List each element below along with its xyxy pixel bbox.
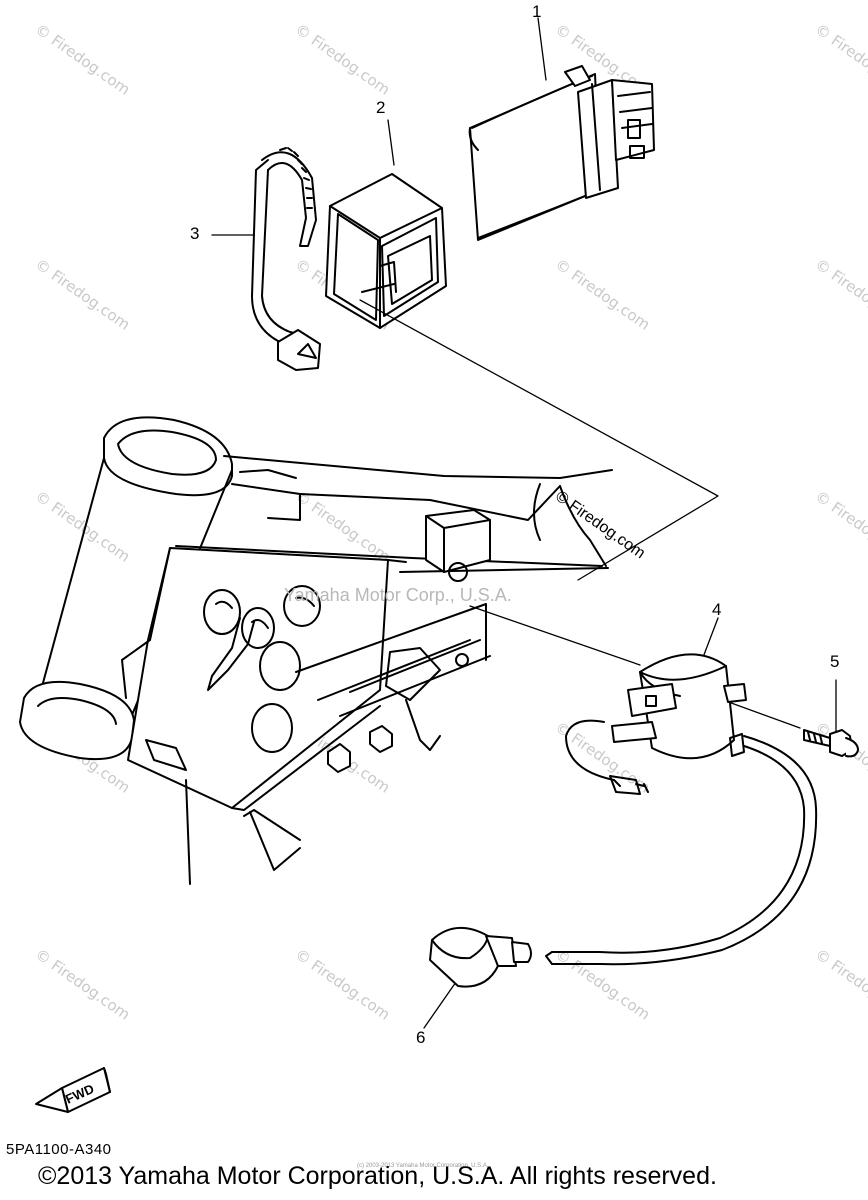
band — [251, 147, 321, 371]
rubber-holder — [325, 173, 447, 329]
copyright-notice: ©2013 Yamaha Motor Corporation, U.S.A. A… — [38, 1162, 717, 1190]
ignition-coil — [545, 653, 818, 966]
callout-4: 4 — [712, 600, 722, 619]
cdi-unit — [468, 65, 655, 241]
bolt — [803, 729, 859, 758]
part-code: 5PA1100-A340 — [6, 1141, 112, 1158]
callout-5: 5 — [830, 652, 840, 671]
tiny-copyright-note: (c) 2003-2013 Yamaha Motor Corporation, … — [357, 1163, 489, 1169]
fwd-arrow: FWD — [35, 1067, 111, 1113]
callout-6: 6 — [416, 1028, 426, 1047]
motorcycle-frame — [19, 416, 613, 885]
callout-3: 3 — [190, 224, 200, 243]
callout-1: 1 — [532, 2, 542, 21]
center-watermark: Yamaha Motor Corp., U.S.A. — [284, 585, 512, 605]
callout-2: 2 — [376, 98, 386, 117]
spark-plug-cap — [429, 926, 532, 988]
